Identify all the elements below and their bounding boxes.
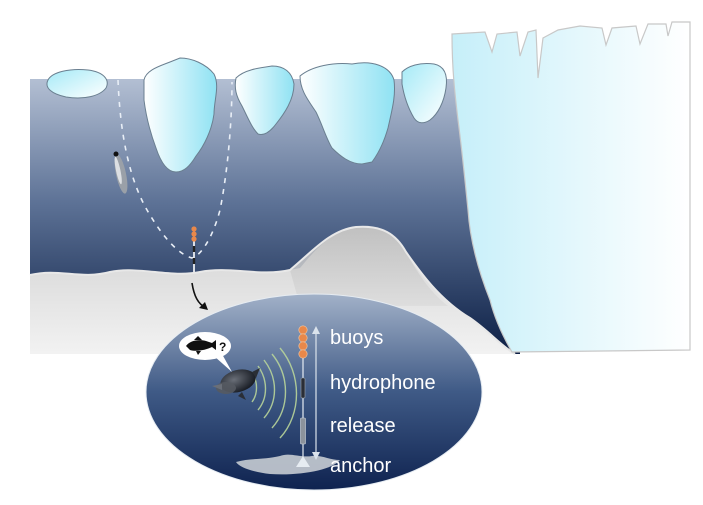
fish-icon — [186, 336, 216, 355]
anchor-icon — [296, 456, 310, 467]
release-icon — [300, 417, 306, 445]
vocalizing-seal-icon — [212, 368, 260, 400]
buoy-icon — [298, 325, 308, 335]
dive-path — [117, 79, 233, 259]
label-hydrophone: hydrophone — [330, 372, 436, 394]
buoy-icon — [298, 341, 308, 351]
speech-bubble: ? — [179, 332, 232, 372]
ice-shelf — [451, 21, 691, 353]
buoy-icon — [298, 333, 308, 343]
sound-waves-icon — [251, 347, 298, 439]
label-release: release — [330, 415, 396, 437]
sea-ice-floes — [46, 57, 447, 173]
label-anchor: anchor — [330, 455, 392, 477]
zoom-arrow — [191, 282, 208, 310]
hydrophone-icon — [300, 377, 306, 399]
label-buoys: buoys — [330, 327, 384, 349]
buoy-icon — [298, 349, 308, 359]
speech-bubble-question: ? — [219, 340, 226, 354]
mooring-inset — [296, 325, 320, 467]
diving-seal-icon — [113, 151, 128, 194]
mooring-small — [191, 226, 197, 272]
